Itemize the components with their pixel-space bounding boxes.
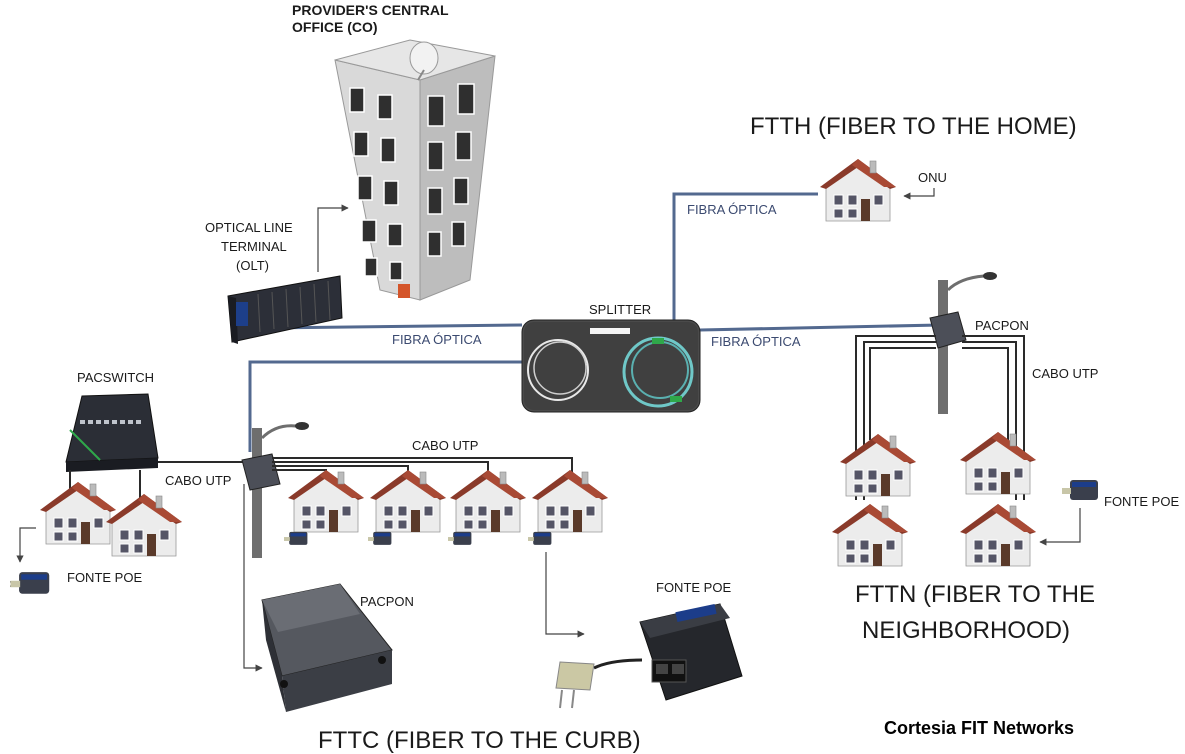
fttn-title-line1: FTTN (FIBER TO THE — [855, 581, 1095, 608]
pacpon-fttn-label: PACPON — [975, 318, 1029, 333]
olt-label-line1: OPTICAL LINE — [205, 220, 293, 235]
fttn-house-3 — [831, 503, 909, 567]
fiber-links — [248, 192, 941, 452]
cabo-utp-fttn-label: CABO UTP — [1032, 366, 1098, 381]
olt-label-line2: TERMINAL — [221, 239, 287, 254]
fttc-house-3 — [449, 469, 527, 533]
olt-label-line3: (OLT) — [236, 258, 269, 273]
fonte-poe-curb-label: FONTE POE — [656, 580, 731, 595]
fttc-poe-arrow — [545, 552, 585, 638]
fttc-title: FTTC (FIBER TO THE CURB) — [318, 727, 641, 754]
splitter-label: SPLITTER — [589, 302, 651, 317]
left-house-2 — [105, 493, 183, 557]
left-house-1 — [39, 481, 117, 545]
fttc-house-1 — [287, 469, 365, 533]
splitter-device — [521, 319, 701, 413]
fttc-poe-1 — [284, 531, 308, 546]
fttn-poe-arrow — [1039, 508, 1081, 546]
fttn-house-4 — [959, 503, 1037, 567]
onu-arrow — [903, 188, 935, 200]
onu-label: ONU — [918, 170, 947, 185]
olt-device — [227, 275, 343, 344]
credit-text: Cortesia FIT Networks — [884, 718, 1074, 738]
fttc-poe-3 — [448, 531, 472, 546]
fonte-poe-left-label: FONTE POE — [67, 570, 142, 585]
fttc-house-2 — [369, 469, 447, 533]
fiber-label-olt: FIBRA ÓPTICA — [392, 332, 482, 347]
pacpon-curb-label: PACPON — [360, 594, 414, 609]
left-poe-adapter — [10, 571, 51, 595]
fiber-label-ftth: FIBRA ÓPTICA — [687, 202, 777, 217]
pacswitch-label: PACSWITCH — [77, 370, 154, 385]
fttc-poe-2 — [368, 531, 392, 546]
fttn-house-1 — [839, 433, 917, 497]
left-utp-cables — [69, 461, 248, 500]
fttc-pole — [241, 422, 309, 558]
left-poe-arrow — [16, 527, 36, 563]
fttn-pole — [929, 272, 997, 414]
fttn-poe-adapter — [1062, 479, 1099, 501]
fttn-title-line2: NEIGHBORHOOD) — [862, 617, 1070, 644]
pacpon-curb-arrow — [243, 484, 263, 672]
fonte-poe-fttn-label: FONTE POE — [1104, 494, 1179, 509]
central-office-label-line1: PROVIDER'S CENTRAL — [292, 2, 449, 18]
pacpon-curb-device — [261, 583, 393, 712]
cabo-utp-curb-label: CABO UTP — [412, 438, 478, 453]
central-office-building — [334, 39, 496, 301]
olt-arrow — [317, 204, 349, 272]
fonte-poe-curb-device — [555, 603, 743, 709]
fttc-house-4 — [531, 469, 609, 533]
central-office-label-line2: OFFICE (CO) — [292, 19, 378, 35]
cabo-utp-left-label: CABO UTP — [165, 473, 231, 488]
fttc-poe-4 — [528, 531, 552, 546]
pacswitch-device — [65, 393, 159, 472]
ftth-title: FTTH (FIBER TO THE HOME) — [750, 113, 1077, 140]
ftth-house — [819, 158, 897, 222]
fiber-label-fttn: FIBRA ÓPTICA — [711, 334, 801, 349]
